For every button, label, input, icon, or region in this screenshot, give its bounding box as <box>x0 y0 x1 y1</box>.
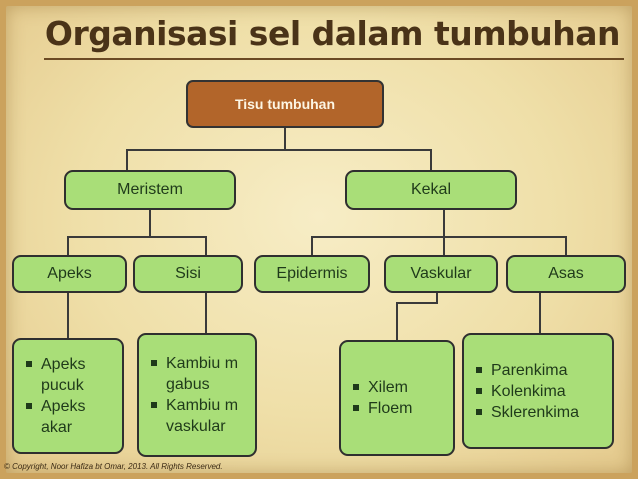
list-item: Kolenkima <box>474 381 579 402</box>
leaf-sisi: Kambiu m gabus Kambiu m vaskular <box>137 333 257 457</box>
list-item: Xilem <box>351 377 412 398</box>
page-title: Organisasi sel dalam tumbuhan <box>44 14 621 53</box>
title-underline <box>44 58 624 60</box>
connector-kekal-children <box>311 236 567 255</box>
connector-meristem-children <box>67 236 207 255</box>
list-item: Parenkima <box>474 360 579 381</box>
node-tisu-tumbuhan: Tisu tumbuhan <box>186 80 384 128</box>
list-item: Apeks akar <box>24 396 112 438</box>
node-meristem: Meristem <box>64 170 236 210</box>
leaf-asas: Parenkima Kolenkima Sklerenkima <box>462 333 614 449</box>
list-item: Apeks pucuk <box>24 354 112 396</box>
node-kekal: Kekal <box>345 170 517 210</box>
node-sisi: Sisi <box>133 255 243 293</box>
list-item: Kambiu m vaskular <box>149 395 245 437</box>
node-apeks: Apeks <box>12 255 127 293</box>
copyright-text: © Copyright, Noor Hafiza bt Omar, 2013. … <box>4 462 223 471</box>
node-epidermis: Epidermis <box>254 255 370 293</box>
list-item: Kambiu m gabus <box>149 353 245 395</box>
leaf-apeks: Apeks pucuk Apeks akar <box>12 338 124 454</box>
node-vaskular: Vaskular <box>384 255 498 293</box>
connector-root-children <box>126 149 432 170</box>
connector-vaskular-leaf <box>396 293 438 340</box>
list-item: Floem <box>351 398 412 419</box>
list-item: Sklerenkima <box>474 402 579 423</box>
leaf-vaskular: Xilem Floem <box>339 340 455 456</box>
node-asas: Asas <box>506 255 626 293</box>
